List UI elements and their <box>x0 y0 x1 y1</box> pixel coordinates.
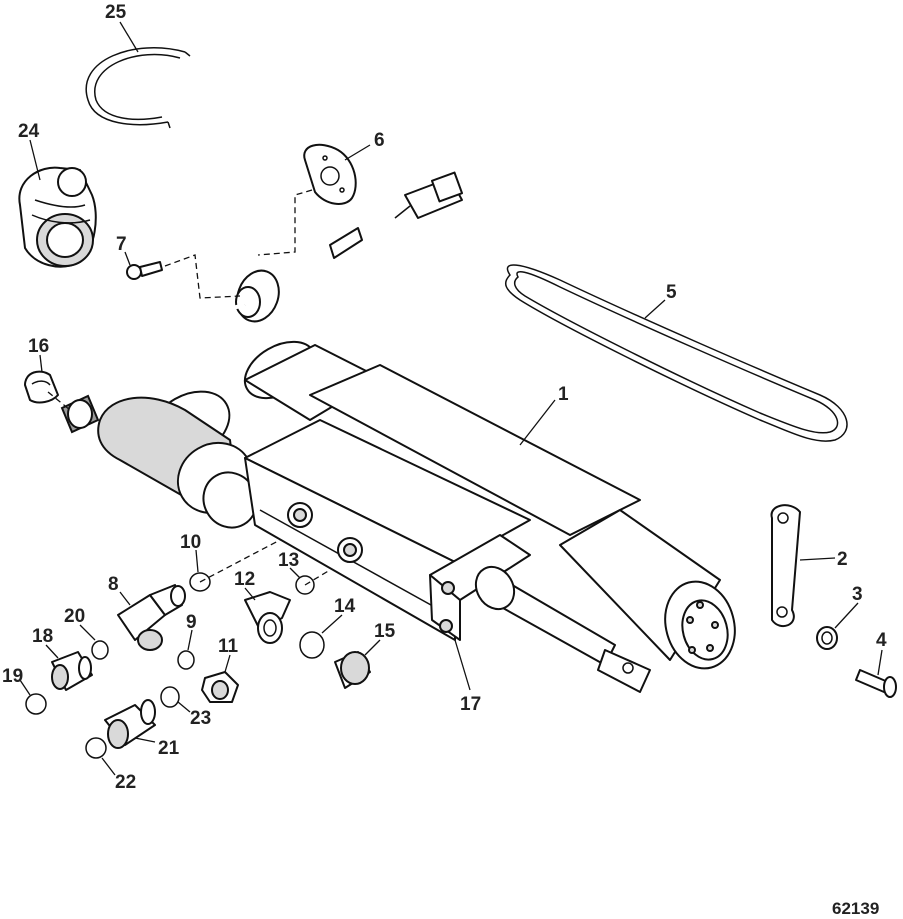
callout-14: 14 <box>334 596 356 617</box>
callout-3: 3 <box>852 584 863 605</box>
part-2-bracket <box>770 504 801 628</box>
part-21-fitting <box>104 699 156 749</box>
part-13-o-ring <box>295 575 315 595</box>
callout-5: 5 <box>666 282 677 303</box>
callout-7: 7 <box>116 234 127 255</box>
part-7-screw <box>126 261 163 280</box>
callout-1: 1 <box>558 384 569 405</box>
part-10-o-ring <box>189 572 211 592</box>
part-24-boot <box>18 166 97 268</box>
part-8-elbow-fitting <box>117 584 186 651</box>
callout-2: 2 <box>837 549 848 570</box>
callout-20: 20 <box>64 606 85 627</box>
part-3-washer <box>816 626 838 650</box>
leader-lines <box>19 21 883 776</box>
part-9-o-ring <box>177 650 195 670</box>
callout-23: 23 <box>190 708 211 729</box>
callout-16: 16 <box>28 336 49 357</box>
part-25-retaining-ring <box>85 47 191 129</box>
callout-17: 17 <box>460 694 481 715</box>
part-14-o-ring <box>299 631 325 659</box>
part-15-cap <box>334 651 371 689</box>
callout-24: 24 <box>18 121 40 142</box>
part-22-o-ring <box>85 737 107 759</box>
callout-6: 6 <box>374 130 385 151</box>
assembly-dashed-lines <box>47 189 331 586</box>
part-18-fitting <box>51 651 93 691</box>
callout-10: 10 <box>180 532 201 553</box>
callout-8: 8 <box>108 574 119 595</box>
callout-21: 21 <box>158 738 180 759</box>
callout-13: 13 <box>278 550 299 571</box>
callout-4: 4 <box>876 630 887 651</box>
callout-labels: 25 24 6 7 5 16 1 2 3 4 8 9 10 11 12 13 1… <box>2 2 887 793</box>
part-5-belt <box>504 264 848 442</box>
part-20-o-ring <box>91 640 109 660</box>
callout-25: 25 <box>105 2 127 23</box>
part-6-gasket <box>303 143 357 205</box>
part-16-clip <box>24 370 59 404</box>
callout-15: 15 <box>374 621 396 642</box>
figure-number: 62139 <box>832 899 879 918</box>
callout-22: 22 <box>115 772 136 793</box>
part-12-elbow-fitting <box>244 591 291 644</box>
part-11-nut <box>201 671 239 703</box>
callout-12: 12 <box>234 569 255 590</box>
sensor-cable-assembly <box>77 171 464 414</box>
callout-11: 11 <box>218 636 239 657</box>
part-4-bolt <box>855 669 897 698</box>
callout-9: 9 <box>186 612 197 633</box>
callout-18: 18 <box>32 626 53 647</box>
callout-19: 19 <box>2 666 23 687</box>
part-23-o-ring <box>160 686 180 708</box>
part-19-o-ring <box>25 693 47 715</box>
part-1-actuator-body <box>60 340 736 693</box>
